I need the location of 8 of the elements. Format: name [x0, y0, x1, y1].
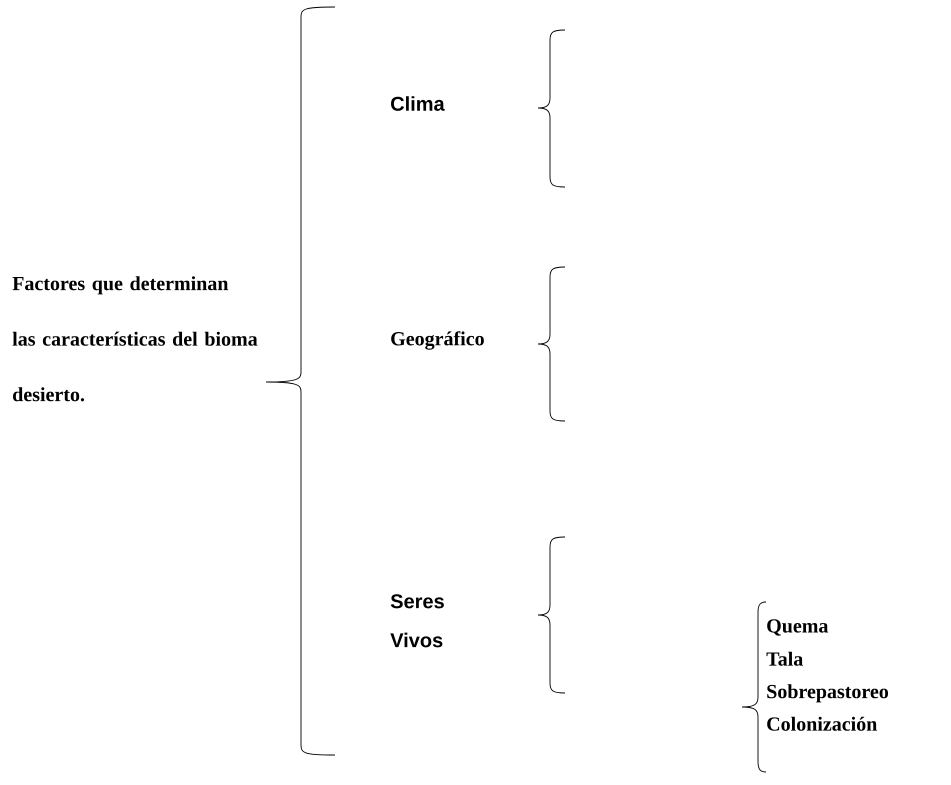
category-label: Seres Vivos: [390, 594, 444, 648]
heading-text: Factores que determinan las características del bioma desierto.: [12, 276, 258, 402]
list-item: Colonización: [767, 716, 878, 731]
list-item: Tala: [766, 652, 803, 666]
list-item: Quema: [767, 619, 828, 636]
list-item: Sobrepastoreo: [767, 684, 888, 702]
category-label: Geográfico: [391, 331, 484, 350]
category-label: Clima: [391, 96, 445, 111]
